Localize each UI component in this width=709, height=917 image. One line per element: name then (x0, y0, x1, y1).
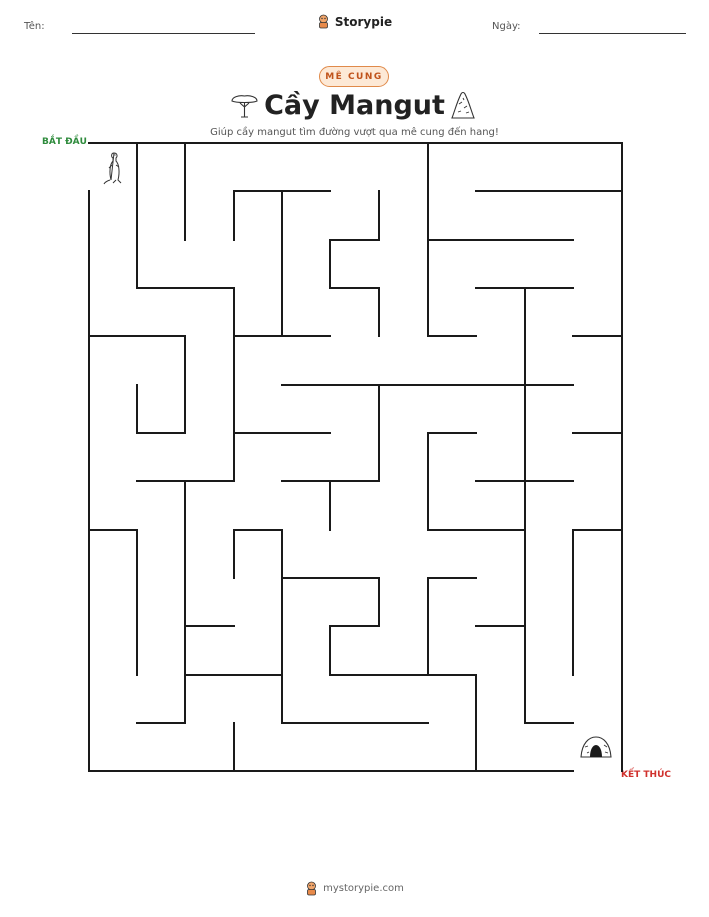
date-label: Ngày: (492, 21, 521, 32)
brand-name: Storypie (334, 14, 393, 29)
tree-icon (231, 95, 258, 118)
date-line[interactable] (539, 33, 686, 34)
category-badge: MÊ CUNG (319, 66, 389, 87)
footer-url[interactable]: mystorypie.com (323, 883, 404, 894)
page-title: Cầy Mangut (264, 90, 445, 121)
termite-mound-icon (451, 91, 475, 119)
name-line[interactable] (72, 33, 255, 34)
burrow-icon (580, 736, 612, 758)
maze-walls (88, 142, 623, 772)
page-subtitle: Giúp cầy mangut tìm đường vượt qua mê cu… (210, 127, 499, 138)
storypie-logo-icon (307, 881, 317, 896)
end-label: KẾT THÚC (621, 770, 671, 780)
name-label: Tên: (24, 21, 45, 32)
brand: Storypie (0, 14, 709, 29)
start-label: BẮT ĐẦU (42, 137, 87, 147)
meerkat-icon (103, 152, 122, 185)
footer: mystorypie.com (0, 881, 709, 896)
storypie-logo-icon (318, 14, 328, 29)
